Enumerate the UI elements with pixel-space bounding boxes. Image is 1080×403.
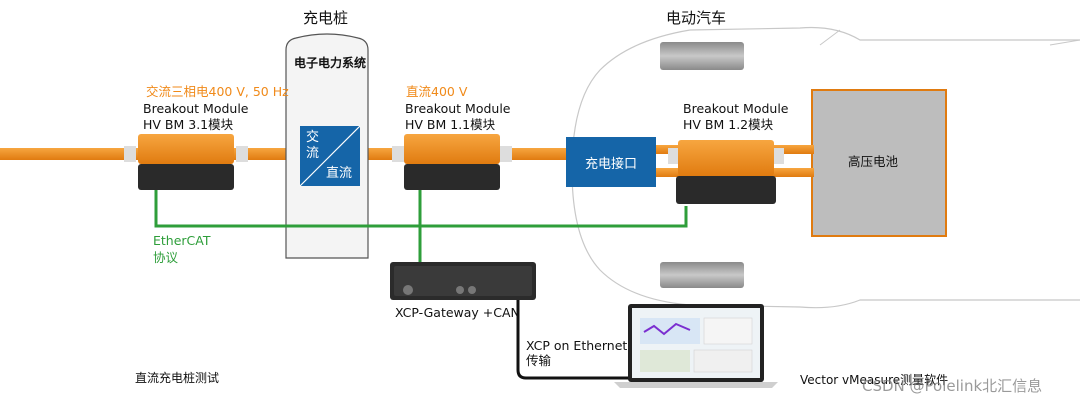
vehicle-title: 电动汽车 [666,9,727,27]
xcp-label-1: XCP on Ethernet [526,338,628,353]
tire-top [660,42,744,70]
module-3-1-spec: 交流三相电400 V, 50 Hz [146,84,289,99]
charge-port-label: 充电接口 [584,156,637,172]
ethercat-label-2: 协议 [153,250,179,265]
gateway-label: XCP-Gateway +CAN [395,305,520,320]
ethercat-label-1: EtherCAT [153,233,211,248]
module-1-2-name: Breakout Module [683,101,789,116]
xcp-label-2: 传输 [526,353,552,368]
battery-label: 高压电池 [848,154,899,169]
car-window [819,29,1080,46]
charger-title: 充电桩 [303,9,349,27]
module-1-1-spec: 直流400 V [406,84,468,99]
module-3-1-model: HV BM 3.1模块 [143,117,234,132]
xcp-gateway-device [390,262,536,300]
tire-bottom [660,262,744,288]
converter-ac-label: 交 流 [306,130,319,162]
charge-port-box: 充电接口 [566,137,656,187]
footer-left-caption: 直流充电桩测试 [135,371,220,385]
breakout-module-1-2 [668,140,784,204]
module-3-1-name: Breakout Module [143,101,249,116]
breakout-module-3-1 [124,134,248,190]
footer-right-caption: Vector vMeasure测量软件 [800,373,949,387]
battery-box [811,89,947,237]
breakout-module-1-1 [392,134,512,190]
laptop [614,304,778,388]
ethercat-line [154,190,688,264]
xcp-ethernet-cable [516,298,640,380]
watermark: CSDN @Polelink北汇信息 [862,377,1043,395]
converter-dc-label: 直流 [326,166,353,181]
module-1-1-name: Breakout Module [405,101,511,116]
module-1-1-model: HV BM 1.1模块 [405,117,496,132]
charger-system-label: 电子电力系统 [294,56,367,70]
converter-ac-text: 交 流 [306,130,320,161]
converter-diagonal [299,125,361,187]
module-1-2-model: HV BM 1.2模块 [683,117,774,132]
